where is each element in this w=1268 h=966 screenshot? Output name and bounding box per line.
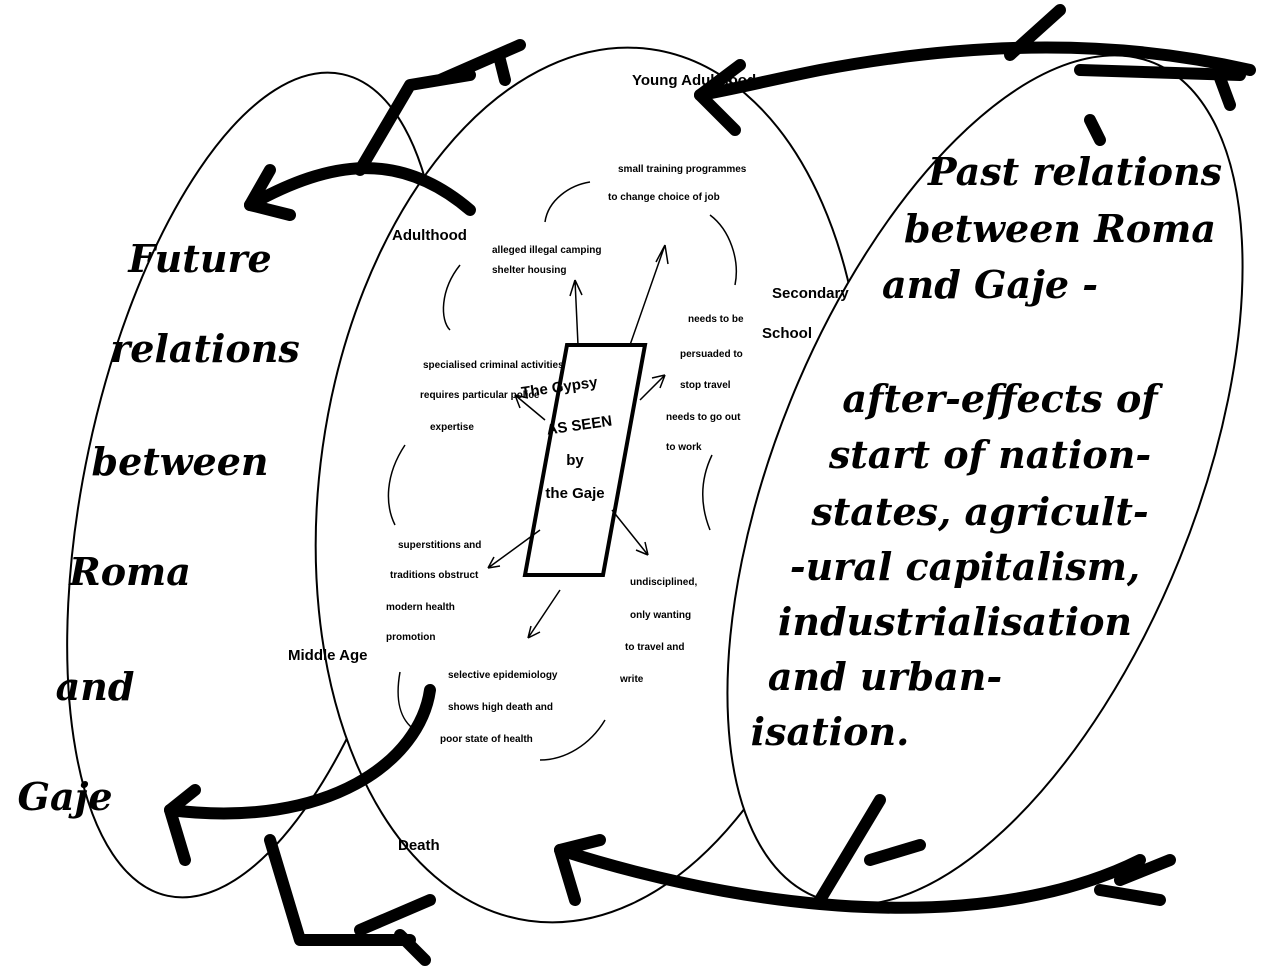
- stage-death: Death: [398, 837, 440, 854]
- past-line-7: -ural capitalism,: [790, 544, 1140, 589]
- arrow-past-to-young-adulthood: [694, 41, 1256, 101]
- past-line-5: start of nation-: [828, 432, 1151, 477]
- note-superstitions-4: promotion: [386, 632, 435, 643]
- thick-arrows: [164, 4, 1256, 966]
- past-line-6: states, agricult-: [810, 489, 1148, 534]
- note-persuaded-4: needs to go out: [666, 412, 741, 423]
- future-line-2: relations: [110, 326, 300, 371]
- note-epidemiology-1: selective epidemiology: [448, 670, 558, 681]
- note-undisciplined-2: only wanting: [630, 610, 691, 621]
- center-box-line-4: the Gaje: [545, 485, 604, 502]
- past-line-3: and Gaje -: [882, 262, 1098, 307]
- radial-arrows: [487, 244, 669, 639]
- note-epidemiology-3: poor state of health: [440, 734, 533, 745]
- note-training-2: to change choice of job: [608, 192, 720, 203]
- past-line-10: isation.: [751, 709, 910, 754]
- cycle-arrows: [387, 181, 737, 761]
- stage-middle-age: Middle Age: [288, 647, 367, 664]
- future-line-3: between: [92, 439, 269, 484]
- future-line-1: Future: [127, 236, 271, 281]
- note-persuaded-3: stop travel: [680, 380, 731, 391]
- center-box-line-3: by: [566, 452, 584, 469]
- past-line-9: and urban-: [768, 654, 1002, 699]
- stage-adulthood: Adulthood: [392, 227, 467, 244]
- arrow-middle-age-to-future: [164, 684, 436, 820]
- note-superstitions-1: superstitions and: [398, 540, 481, 551]
- past-line-1: Past relations: [927, 149, 1222, 194]
- past-line-2: between Roma: [904, 206, 1216, 251]
- note-camping-1: alleged illegal camping: [492, 245, 601, 256]
- note-superstitions-3: modern health: [386, 602, 455, 613]
- note-persuaded-2: persuaded to: [680, 349, 743, 360]
- note-persuaded-1: needs to be: [688, 314, 744, 325]
- past-relations-text: Past relations between Roma and Gaje - a…: [751, 149, 1222, 754]
- future-line-5: and: [56, 664, 135, 709]
- note-epidemiology-2: shows high death and: [448, 702, 553, 713]
- note-undisciplined-1: undisciplined,: [630, 577, 697, 588]
- future-line-4: Roma: [68, 549, 191, 594]
- stage-young-adulthood: Young Adulthood: [632, 72, 756, 89]
- stage-secondary-2: School: [762, 325, 812, 342]
- life-stage-labels: Young Adulthood Adulthood Secondary Scho…: [288, 72, 849, 854]
- future-line-6: Gaje: [18, 774, 113, 819]
- note-criminal-3: expertise: [430, 422, 474, 433]
- stage-secondary-1: Secondary: [772, 285, 849, 302]
- note-criminal-1: specialised criminal activities: [423, 360, 564, 371]
- note-camping-2: shelter housing: [492, 265, 566, 276]
- note-superstitions-2: traditions obstruct: [390, 570, 479, 581]
- note-undisciplined-4: write: [619, 674, 644, 685]
- note-training-1: small training programmes: [618, 164, 747, 175]
- arrow-past-to-death: [554, 844, 1146, 914]
- past-line-4: after-effects of: [842, 376, 1163, 421]
- note-criminal-2: requires particular police: [420, 390, 540, 401]
- note-undisciplined-3: to travel and: [625, 642, 684, 653]
- future-relations-text: Future relations between Roma and Gaje: [18, 236, 300, 819]
- note-persuaded-5: to work: [666, 442, 702, 453]
- past-line-8: industrialisation: [778, 599, 1132, 644]
- cycle-notes: small training programmes to change choi…: [386, 164, 747, 745]
